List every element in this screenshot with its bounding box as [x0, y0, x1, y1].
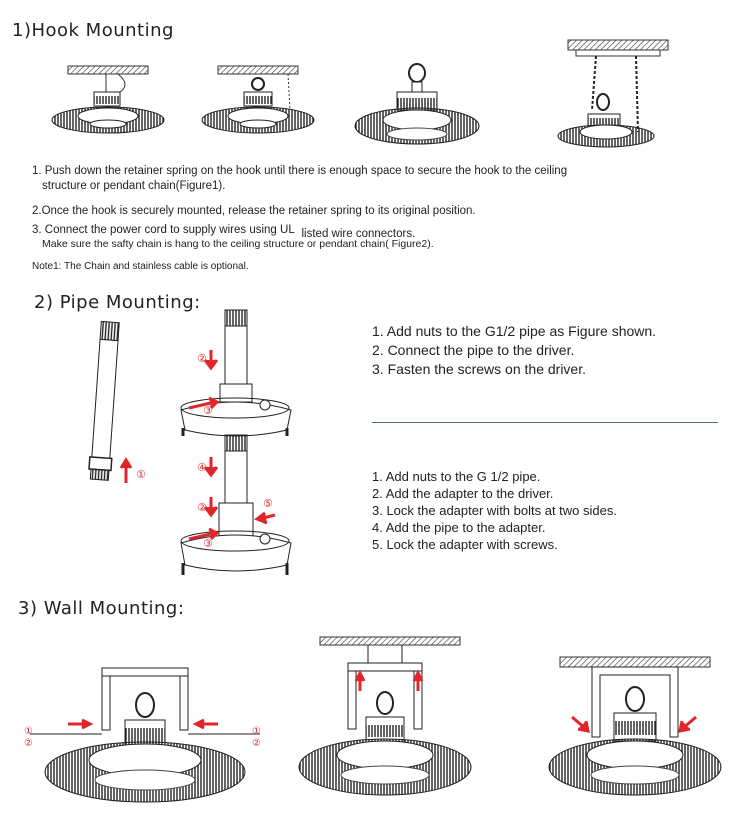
wall-callout-2: ②: [24, 738, 33, 749]
pipe-step-a-1: 1. Add nuts to the G1/2 pipe as Figure s…: [372, 323, 657, 339]
hook-step-1-cont: structure or pendant chain(Figure1).: [42, 180, 226, 192]
pipe-step-b-1: 1. Add nuts to the G 1/2 pipe.: [372, 469, 541, 484]
wall-mounting-heading: 3) Wall Mounting:: [18, 598, 185, 619]
pipe-step-a-3: 3. Fasten the screws on the driver.: [372, 361, 586, 377]
hook-step-3: 3. Connect the power cord to supply wire…: [32, 224, 416, 240]
pipe-mounting-heading: 2) Pipe Mounting:: [34, 292, 201, 313]
wall-figure-2: [298, 636, 472, 796]
pipe-step-b-2: 2. Add the adapter to the driver.: [372, 486, 554, 501]
callout-4: ④: [197, 461, 207, 474]
pipe-figure: ①: [88, 320, 146, 483]
hook-mounting-heading: 1)Hook Mounting: [12, 20, 174, 41]
hook-note: Note1: The Chain and stainless cable is …: [32, 261, 249, 272]
pipe-step-b-4: 4. Add the pipe to the adapter.: [372, 520, 546, 535]
pipe-step-a-2: 2. Connect the pipe to the driver.: [372, 342, 575, 358]
wall-callout-2-right: ②: [252, 738, 261, 749]
hook-figure-2: [201, 65, 315, 134]
hook-step-3-cont: Make sure the safty chain is hang to the…: [42, 238, 434, 250]
hook-step-1: 1. Push down the retainer spring on the …: [32, 165, 568, 177]
hook-step-3-text: 3. Connect the power cord to supply wire…: [32, 224, 295, 236]
callout-2: ②: [197, 352, 207, 365]
callout-1: ①: [136, 468, 146, 481]
pipe-step-b-5: 5. Lock the adapter with screws.: [372, 537, 558, 552]
pipe-step-b-3: 3. Lock the adapter with bolts at two si…: [372, 503, 617, 518]
wall-figure-1: ① ② ① ②: [24, 667, 261, 803]
pipe-driver-figure-a: ② ③: [180, 309, 292, 437]
hook-figure-3: [354, 63, 480, 145]
pipe-steps-a: 1. Add nuts to the G1/2 pipe as Figure s…: [372, 322, 656, 379]
callout-5: ⑤: [263, 497, 273, 510]
pipe-steps-b: 1. Add nuts to the G 1/2 pipe. 2. Add th…: [372, 468, 617, 553]
callout-2b: ②: [197, 501, 207, 514]
hook-step-3-sub: listed wire connectors.: [301, 228, 416, 240]
hook-figure-4: [557, 39, 669, 148]
hook-figure-1: [51, 65, 165, 134]
section-divider: [372, 422, 718, 423]
wall-callout-1: ①: [24, 726, 33, 737]
callout-3b: ③: [203, 537, 213, 550]
wall-figure-3: [548, 656, 722, 796]
hook-step-2: 2.Once the hook is securely mounted, rel…: [32, 205, 476, 217]
callout-3: ③: [203, 404, 213, 417]
wall-callout-1-right: ①: [252, 726, 261, 737]
pipe-driver-figure-b: ④ ② ③ ⑤: [180, 434, 292, 575]
